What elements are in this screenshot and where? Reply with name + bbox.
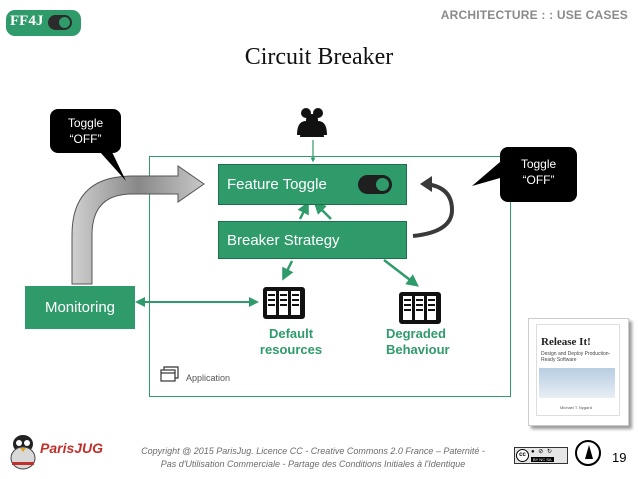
application-frame (149, 156, 511, 397)
book-cover-image (539, 368, 615, 398)
bubble-left-line2: “OFF” (69, 132, 102, 146)
toggle-off-bubble-right: Toggle “OFF” (500, 147, 577, 202)
section-label: ARCHITECTURE : : USE CASES (440, 8, 628, 22)
parisjug-logo-text: ParisJUG (40, 440, 104, 456)
left-bubble-tail (100, 152, 126, 181)
book-subtitle: Design and Deploy Production-Ready Softw… (541, 351, 611, 363)
compass-icon (575, 440, 601, 466)
feature-toggle-label: Feature Toggle (227, 176, 327, 193)
cc-license-text: BY NC SA (531, 457, 554, 462)
book-author: Michael T. Nygard (560, 405, 592, 410)
bubble-right-line1: Toggle (520, 157, 557, 171)
cc-icon: cc (516, 449, 529, 462)
bubble-left-line1: Toggle (67, 116, 104, 130)
window-icon (160, 366, 179, 382)
default-line2: resources (259, 342, 323, 357)
slide-title: Circuit Breaker (244, 44, 394, 70)
degraded-behaviour-label: Degraded Behaviour (386, 326, 450, 358)
copyright-line2: Pas d'Utilisation Commerciale - Partage … (160, 459, 466, 469)
feedback-arrowhead (420, 176, 432, 192)
toggle-switch-icon (358, 175, 392, 194)
feedback-arrow (412, 182, 455, 238)
book-title: Release It! (541, 336, 591, 348)
default-line1: Default (268, 326, 314, 341)
mascot-svg (10, 435, 36, 470)
monitoring-box: Monitoring (25, 286, 135, 329)
degraded-server-icon (399, 292, 441, 324)
default-resources-label: Default resources (251, 326, 331, 358)
breaker-strategy-box: Breaker Strategy (218, 221, 407, 259)
toggle-off-bubble-left: Toggle “OFF” (50, 109, 121, 153)
application-label: Application (186, 373, 231, 383)
monitoring-label: Monitoring (44, 299, 116, 316)
default-server-icon (263, 287, 305, 319)
monitoring-arrow (71, 165, 205, 285)
copyright-notice: Copyright @ 2015 ParisJug. Licence CC - … (118, 445, 508, 471)
right-bubble-tail (472, 162, 500, 186)
degraded-line1: Degraded (386, 326, 446, 341)
logo-toggle-icon (48, 15, 72, 30)
parisjug-mascot-icon (8, 432, 38, 470)
users-icon (297, 108, 327, 137)
cc-license-icons: ● ⊘ ↻ (531, 449, 554, 455)
copyright-line1: Copyright @ 2015 ParisJug. Licence CC - … (141, 446, 485, 456)
degraded-line2: Behaviour (386, 342, 450, 357)
bubble-right-line2: “OFF” (522, 173, 555, 187)
breaker-strategy-label: Breaker Strategy (227, 231, 340, 249)
page-number: 19 (612, 450, 627, 465)
logo-text: FF4J (10, 13, 44, 29)
